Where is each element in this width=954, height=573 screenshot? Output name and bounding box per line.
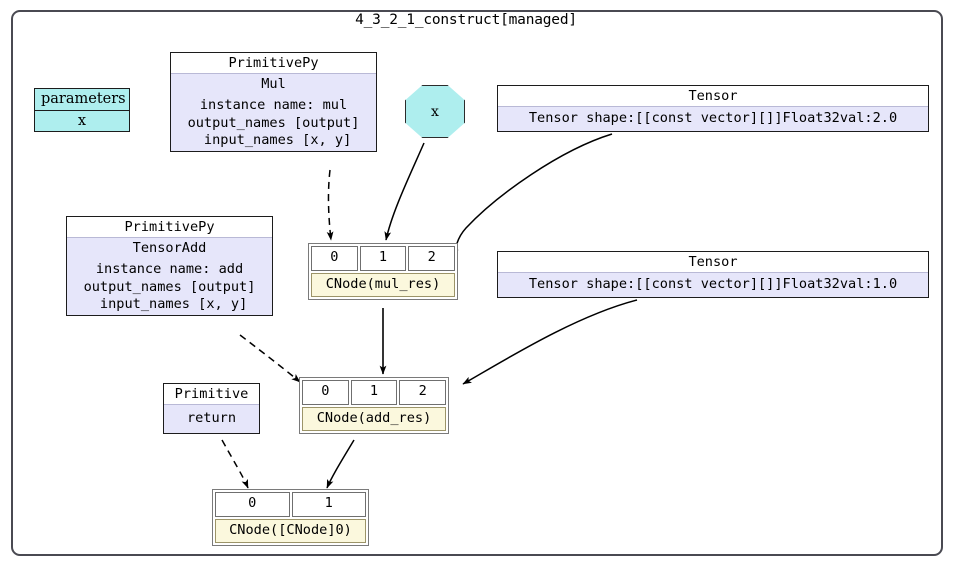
cnode-add-res-port-1[interactable]: 1 [350, 380, 398, 405]
cnode-mul-res[interactable]: 0 1 2 CNode(mul_res) [308, 243, 458, 301]
cnode-return-ports: 0 1 [215, 492, 366, 517]
graph-title: 4_3_2_1_construct[managed] [355, 12, 577, 28]
primitive-tensoradd-name: TensorAdd [132, 240, 207, 257]
primitive-return-box[interactable]: Primitive return [163, 383, 260, 434]
primitive-mul-name: Mul [261, 76, 286, 93]
primitive-mul-input-names: input_names [x, y] [195, 131, 352, 148]
tensor-2-header: Tensor [498, 86, 928, 108]
tensor-2-body: Tensor shape:[[const vector][]]Float32va… [528, 110, 898, 127]
param-octagon-label: x [431, 103, 439, 120]
parameters-row-x: x [77, 112, 87, 129]
param-octagon-x[interactable]: x [405, 85, 465, 138]
cnode-mul-res-port-2[interactable]: 2 [408, 246, 456, 271]
tensor-1-header: Tensor [498, 252, 928, 274]
primitive-tensoradd-box[interactable]: PrimitivePy TensorAdd instance name: add… [66, 216, 273, 317]
cnode-return-label: CNode([CNode]0) [215, 518, 366, 544]
primitive-mul-box[interactable]: PrimitivePy Mul instance name: mul outpu… [170, 52, 377, 153]
cnode-mul-res-port-1[interactable]: 1 [359, 246, 407, 271]
cnode-mul-res-ports: 0 1 2 [311, 246, 456, 271]
primitive-tensoradd-output-names: output_names [output] [83, 279, 256, 296]
primitive-tensoradd-header: PrimitivePy [67, 217, 272, 239]
cnode-add-res-label: CNode(add_res) [302, 406, 446, 432]
parameters-header: parameters [35, 89, 129, 111]
parameters-box[interactable]: parameters x [34, 88, 130, 132]
cnode-return-port-0[interactable]: 0 [215, 492, 290, 517]
primitive-mul-header: PrimitivePy [171, 53, 376, 75]
cluster-frame [11, 10, 943, 556]
cnode-add-res[interactable]: 0 1 2 CNode(add_res) [299, 377, 449, 435]
primitive-tensoradd-instance: instance name: add [95, 260, 244, 277]
primitive-mul-instance: instance name: mul [199, 96, 348, 113]
cnode-return[interactable]: 0 1 CNode([CNode]0) [212, 489, 369, 547]
primitive-return-header: Primitive [164, 384, 259, 406]
cnode-add-res-port-2[interactable]: 2 [399, 380, 447, 405]
cnode-add-res-ports: 0 1 2 [302, 380, 447, 405]
primitive-mul-output-names: output_names [output] [187, 115, 360, 132]
cnode-mul-res-label: CNode(mul_res) [311, 272, 455, 298]
cnode-mul-res-port-0[interactable]: 0 [311, 246, 358, 271]
primitive-return-name: return [186, 410, 237, 427]
tensor-2-box[interactable]: Tensor Tensor shape:[[const vector][]]Fl… [497, 85, 929, 132]
cnode-return-port-1[interactable]: 1 [291, 492, 366, 517]
cnode-add-res-port-0[interactable]: 0 [302, 380, 349, 405]
primitive-tensoradd-input-names: input_names [x, y] [91, 295, 248, 312]
tensor-1-body: Tensor shape:[[const vector][]]Float32va… [528, 276, 898, 293]
tensor-1-box[interactable]: Tensor Tensor shape:[[const vector][]]Fl… [497, 251, 929, 298]
